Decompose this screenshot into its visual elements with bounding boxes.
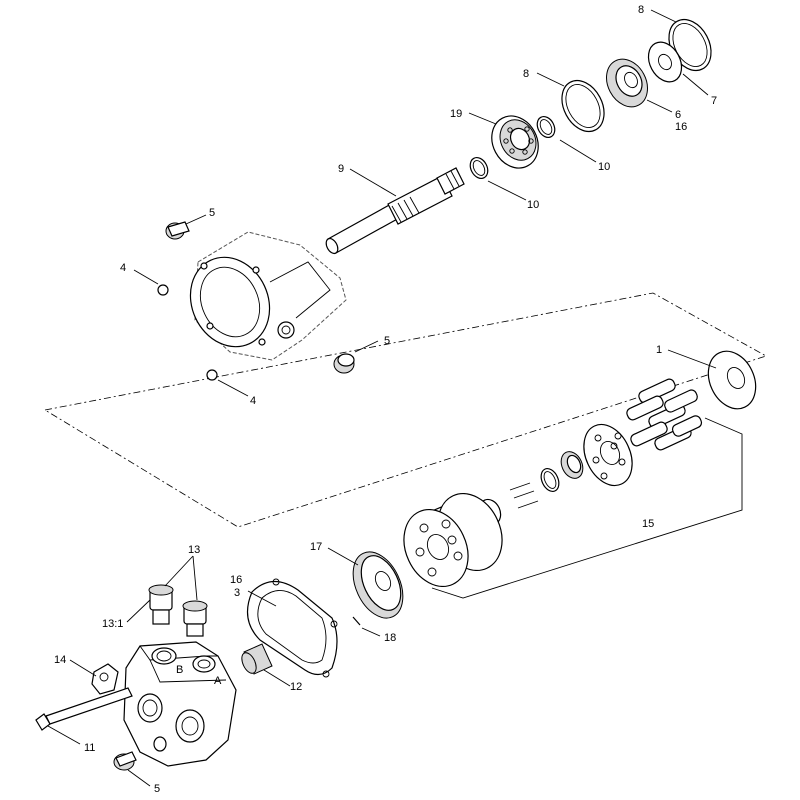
dowel-pin-4-upper	[157, 284, 169, 296]
callout-8-mid: 8	[523, 68, 529, 80]
callout-5-bottom: 5	[154, 783, 160, 795]
ball-bearing-19	[491, 115, 539, 169]
callout-16-upper: 16	[675, 121, 687, 133]
callout-4-lower: 4	[250, 395, 256, 407]
guide-pins	[509, 482, 539, 509]
gasket-3	[246, 578, 338, 678]
valve-plate-17	[352, 551, 404, 619]
leader-lines	[47, 9, 717, 787]
swashplate-1	[707, 350, 757, 410]
plug-5-upper	[165, 221, 190, 240]
callout-5-upper: 5	[209, 207, 215, 219]
callout-4-upper: 4	[120, 262, 126, 274]
callout-5-right: 5	[384, 335, 390, 347]
callout-14: 14	[54, 654, 66, 666]
callout-16-lower: 16	[230, 574, 242, 586]
callout-6: 6	[675, 109, 681, 121]
callout-3: 3	[234, 587, 240, 599]
callout-8-top: 8	[638, 4, 644, 16]
cylinder-block	[403, 492, 503, 588]
retaining-ring-8-mid	[561, 79, 605, 133]
port-b-mark: B	[176, 664, 183, 676]
plug-13-right	[182, 600, 208, 637]
plug-5-right	[333, 353, 355, 374]
callout-10-lower: 10	[527, 199, 539, 211]
callout-18: 18	[384, 632, 396, 644]
end-cover-manifold: B A	[123, 641, 237, 767]
callout-11: 11	[84, 742, 95, 754]
callout-12: 12	[290, 681, 302, 693]
callout-7: 7	[711, 95, 717, 107]
snap-ring-10-lower	[469, 156, 489, 180]
callout-19: 19	[450, 108, 462, 120]
clamp-plate-14	[91, 663, 119, 695]
callout-9: 9	[338, 163, 344, 175]
plug-13-left	[148, 584, 174, 625]
spherical-bushing	[560, 451, 584, 479]
drive-shaft-9	[325, 167, 465, 255]
bolt-11	[35, 687, 133, 731]
dowel-pin-4-lower	[206, 369, 218, 381]
bracket-15	[431, 417, 743, 599]
port-a-mark: A	[214, 675, 222, 687]
shaft-seal-6	[606, 58, 648, 108]
spring-ring	[540, 468, 560, 492]
callout-15: 15	[642, 518, 654, 530]
callout-13: 13	[188, 544, 200, 556]
pin-18	[352, 616, 361, 626]
front-housing	[189, 231, 347, 361]
snap-ring-10-upper	[536, 115, 556, 139]
callout-1: 1	[656, 344, 662, 356]
retainer-plate	[583, 423, 633, 487]
callout-17: 17	[310, 541, 322, 553]
needle-bearing-12	[241, 643, 273, 675]
plug-5-bottom	[113, 751, 137, 771]
thrust-washer-7	[647, 41, 683, 83]
callout-labels: 8 8 7 6 16 19 10 10 9 5 4 5 4 1 15 17 13…	[54, 4, 717, 795]
callout-10-upper: 10	[598, 161, 610, 173]
callout-13-1: 13:1	[102, 618, 123, 630]
piston-set	[626, 378, 703, 451]
housing-boundary	[43, 292, 767, 528]
